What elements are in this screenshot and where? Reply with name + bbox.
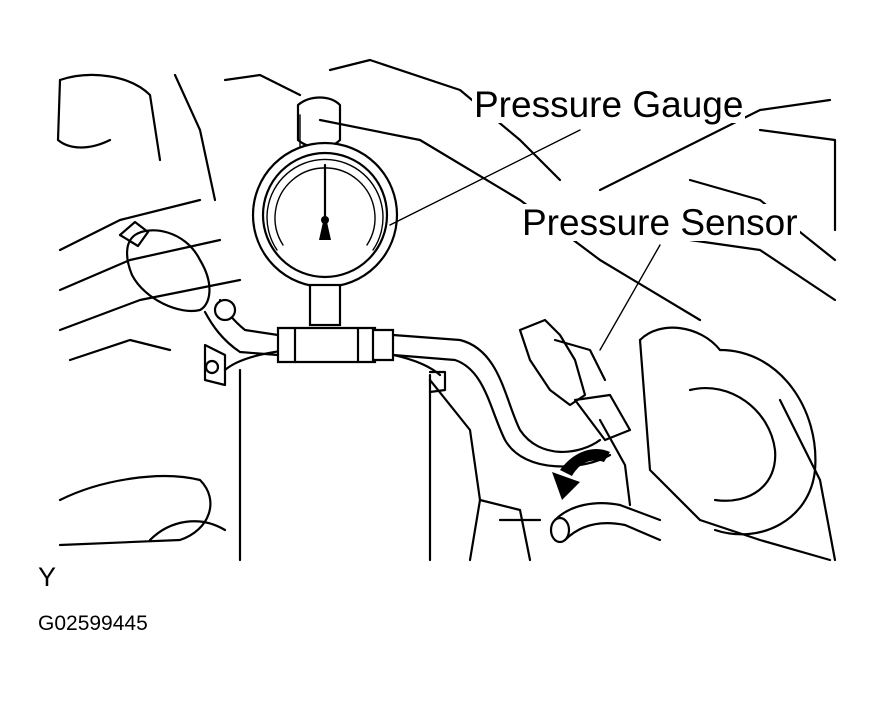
- pressure-gauge-icon: [251, 141, 399, 327]
- hand-pump-bulb-icon: [118, 220, 237, 322]
- rotation-arrow-icon: [552, 449, 610, 500]
- figure-code: G02599445: [38, 612, 148, 635]
- engine-background-lines: [56, 58, 837, 562]
- pressure-sensor-label: Pressure Sensor: [520, 202, 800, 243]
- pressure-gauge-label: Pressure Gauge: [472, 84, 746, 125]
- view-letter: Y: [38, 562, 57, 592]
- sensor-leader-line: [599, 244, 661, 351]
- pressure-sensor-icon: [518, 318, 817, 536]
- gauge-leader-line: [389, 129, 581, 226]
- fuel-filter: [203, 343, 447, 562]
- hose-end: [549, 502, 662, 544]
